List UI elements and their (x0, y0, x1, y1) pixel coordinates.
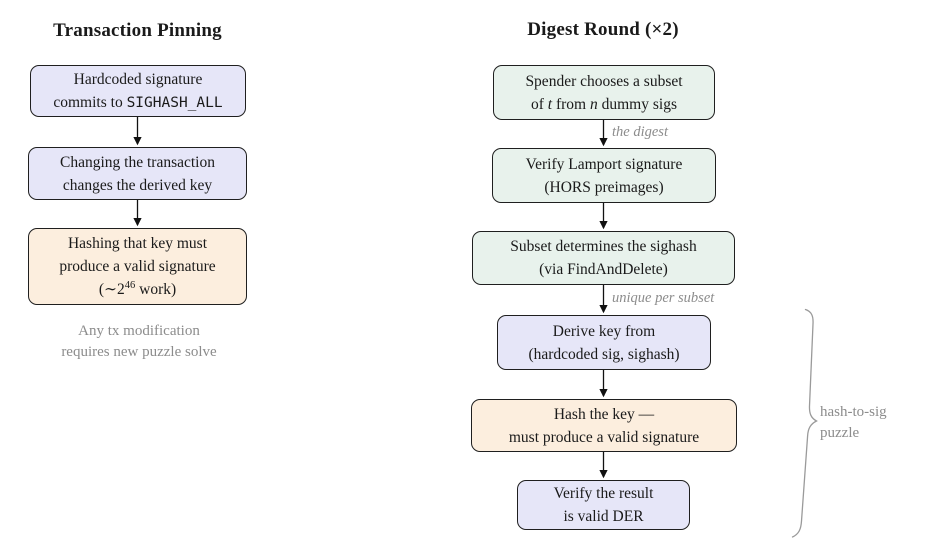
box-text-line: Changing the transaction (60, 153, 215, 171)
box-text-line: is valid DER (563, 508, 644, 525)
box-text-line: Hashing that key must (67, 235, 208, 252)
right-column-title: Digest Round (×2) (527, 19, 679, 40)
box-derive-key: Derive key from (hardcoded sig, sighash) (497, 315, 711, 370)
box-text-line: of t from n dummy sigs (531, 93, 677, 116)
arrow-label-unique-per-subset: unique per subset (612, 290, 715, 306)
box-text: of (531, 95, 548, 113)
note-line: Any tx modification (78, 323, 200, 339)
box-subset-sighash: Subset determines the sighash (via FindA… (472, 231, 735, 285)
box-changing-transaction: Changing the transaction changes the der… (28, 147, 247, 200)
brace-label-line: puzzle (820, 425, 860, 441)
arrow-label-the-digest: the digest (612, 124, 668, 140)
box-text: from (552, 95, 590, 113)
box-text-line: (hardcoded sig, sighash) (528, 345, 680, 363)
brace-label-hash-to-sig-puzzle: hash-to-sig puzzle (820, 402, 887, 444)
box-text-line: Verify the result (553, 485, 654, 502)
box-text-line: Derive key from (552, 322, 656, 340)
curly-brace-icon (791, 308, 818, 538)
box-text: dummy sigs (597, 95, 677, 113)
box-text-line: (∼246 work) (99, 278, 176, 301)
box-text-line: commits to SIGHASH_ALL (53, 91, 222, 115)
box-text: (∼2 (98, 281, 125, 298)
box-text-line: changes the derived key (62, 176, 213, 194)
exponent-text: 46 (124, 279, 136, 291)
math-var-t: t (547, 95, 553, 113)
box-hashing-work: Hashing that key must produce a valid si… (28, 228, 247, 305)
box-text-line: Verify Lamport signature (525, 155, 683, 173)
box-text-line: Hash the key — (553, 405, 655, 423)
box-text-line: produce a valid signature (59, 258, 216, 275)
box-text-line: (HORS preimages) (544, 178, 664, 196)
sighash-all-code: SIGHASH_ALL (126, 94, 223, 111)
note-line: requires new puzzle solve (61, 344, 217, 360)
left-column-title: Transaction Pinning (53, 20, 222, 41)
box-verify-lamport: Verify Lamport signature (HORS preimages… (492, 148, 716, 203)
box-text: work) (135, 281, 177, 298)
box-hash-the-key: Hash the key — must produce a valid sign… (471, 399, 737, 452)
box-spender-subset: Spender chooses a subset of t from n dum… (493, 65, 715, 120)
note-any-tx-modification: Any tx modification requires new puzzle … (20, 321, 258, 363)
brace-label-line: hash-to-sig (820, 404, 887, 420)
box-hardcoded-signature: Hardcoded signature commits to SIGHASH_A… (30, 65, 246, 117)
box-text-line: (via FindAndDelete) (539, 261, 668, 278)
box-text-line: Hardcoded signature (73, 70, 203, 88)
box-text: commits to (53, 93, 127, 111)
box-text-line: Spender chooses a subset (525, 72, 683, 90)
box-verify-der: Verify the result is valid DER (517, 480, 690, 530)
box-text-line: must produce a valid signature (508, 428, 700, 446)
math-var-n: n (590, 95, 598, 113)
box-text-line: Subset determines the sighash (510, 238, 697, 255)
